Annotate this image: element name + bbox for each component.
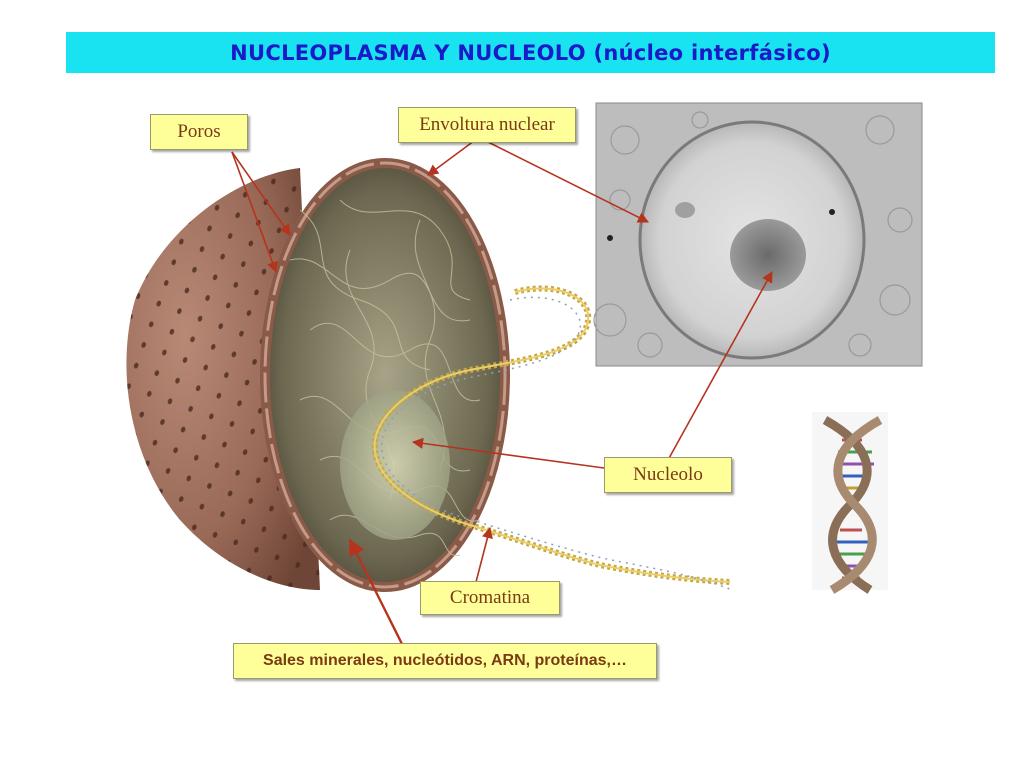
dna-double-helix-icon: [812, 412, 888, 594]
nucleus-illustration: [126, 158, 510, 592]
label-sales-minerales: Sales minerales, nucleótidos, ARN, prote…: [233, 643, 657, 679]
label-nucleolo: Nucleolo: [604, 457, 732, 493]
micrograph-nucleolus: [730, 219, 806, 291]
title-bar: NUCLEOPLASMA Y NUCLEOLO (núcleo interfás…: [66, 32, 995, 73]
chromatin-dna-strand: [371, 285, 733, 591]
micrograph-image: [593, 102, 923, 367]
pointer-arrows: [231, 137, 773, 645]
nucleolus-shape: [340, 390, 450, 540]
label-cromatina: Cromatina: [420, 581, 560, 615]
label-envoltura-nuclear: Envoltura nuclear: [398, 107, 576, 143]
page-title: NUCLEOPLASMA Y NUCLEOLO (núcleo interfás…: [230, 40, 831, 65]
label-poros: Poros: [150, 114, 248, 150]
